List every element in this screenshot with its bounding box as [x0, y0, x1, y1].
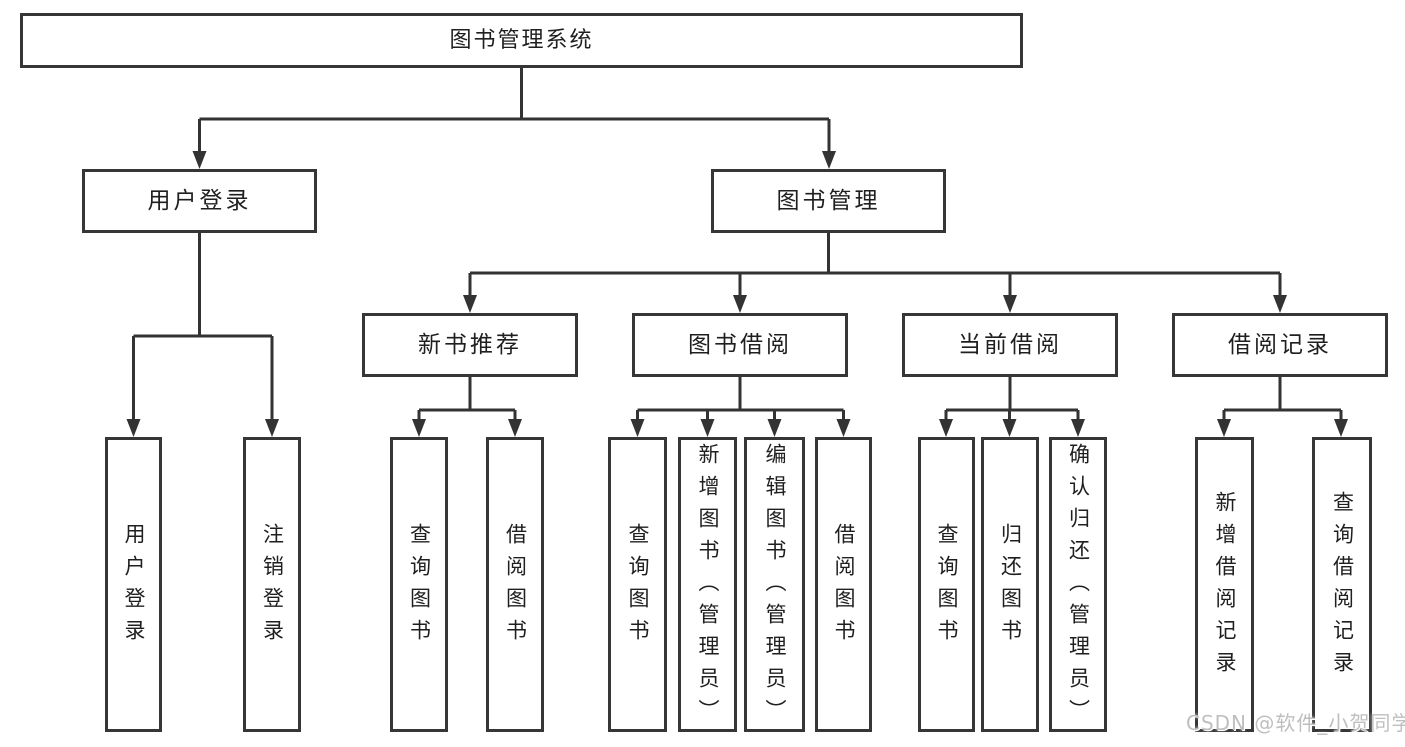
- connector-book-borrow-subtree: [636, 377, 845, 420]
- arrowheads-current-borrow-subtree: [939, 419, 1085, 437]
- node-library-system: 图书管理系统: [20, 13, 1023, 68]
- leaf-borrow-book-2-label: 借阅图书: [832, 522, 856, 651]
- node-current-borrow: 当前借阅: [902, 313, 1118, 377]
- leaf-query-book-1: 查询图书: [390, 437, 448, 732]
- leaf-confirm-return-admin: 确认归还（管理员）: [1049, 437, 1107, 732]
- leaf-query-borrow-record-label: 查询借阅记录: [1330, 490, 1355, 683]
- leaf-logout-login-label: 注销登录: [260, 522, 285, 651]
- leaf-query-book-3-label: 查询图书: [935, 522, 959, 651]
- node-new-book-recommend-label: 新书推荐: [418, 331, 522, 358]
- leaf-query-book-2-label: 查询图书: [626, 522, 650, 651]
- leaf-query-book-1-label: 查询图书: [407, 522, 432, 651]
- connector-user-login-subtree: [132, 233, 274, 420]
- arrowheads-new-book-subtree: [412, 419, 522, 437]
- connector-book-management-subtree: [468, 233, 1282, 296]
- csdn-watermark: CSDN @软件_小贺同学: [1186, 711, 1405, 735]
- node-book-borrow: 图书借阅: [632, 313, 848, 377]
- leaf-user-login: 用户登录: [105, 437, 162, 732]
- leaf-borrow-book-2: 借阅图书: [815, 437, 872, 732]
- leaf-add-book-admin: 新增图书（管理员）: [678, 437, 737, 732]
- leaf-add-book-admin-label: 新增图书（管理员）: [696, 442, 720, 731]
- leaf-confirm-return-admin-label: 确认归还（管理员）: [1066, 442, 1091, 731]
- arrowheads-user-login-subtree: [126, 419, 279, 437]
- arrowheads-borrow-records-subtree: [1217, 419, 1348, 437]
- node-user-login-label: 用户登录: [147, 187, 252, 214]
- node-library-system-label: 图书管理系统: [449, 27, 594, 53]
- node-book-management: 图书管理: [711, 169, 946, 233]
- arrowheads-book-borrow-subtree: [630, 419, 851, 437]
- node-borrow-records-label: 借阅记录: [1228, 331, 1332, 358]
- connector-borrow-records-subtree: [1222, 377, 1343, 420]
- arrowheads-level1: [192, 151, 836, 169]
- leaf-query-borrow-record: 查询借阅记录: [1312, 437, 1372, 732]
- leaf-edit-book-admin: 编辑图书（管理员）: [744, 437, 805, 732]
- leaf-add-borrow-record-label: 新增借阅记录: [1213, 490, 1237, 683]
- node-book-borrow-label: 图书借阅: [688, 331, 792, 358]
- leaf-return-book-label: 归还图书: [998, 522, 1023, 651]
- node-current-borrow-label: 当前借阅: [958, 331, 1062, 358]
- leaf-query-book-2: 查询图书: [608, 437, 667, 732]
- leaf-logout-login: 注销登录: [243, 437, 301, 732]
- arrowheads-book-management-subtree: [463, 295, 1287, 313]
- connector-root-to-level1: [198, 68, 831, 152]
- node-borrow-records: 借阅记录: [1172, 313, 1388, 377]
- leaf-return-book: 归还图书: [981, 437, 1039, 732]
- leaf-query-book-3: 查询图书: [918, 437, 975, 732]
- connector-new-book-subtree: [417, 377, 517, 420]
- connector-current-borrow-subtree: [944, 377, 1080, 420]
- leaf-edit-book-admin-label: 编辑图书（管理员）: [763, 442, 787, 731]
- node-user-login: 用户登录: [82, 169, 317, 233]
- leaf-borrow-book-1-label: 借阅图书: [503, 522, 528, 651]
- leaf-borrow-book-1: 借阅图书: [486, 437, 544, 732]
- node-new-book-recommend: 新书推荐: [362, 313, 578, 377]
- leaf-user-login-label: 用户登录: [122, 522, 146, 651]
- node-book-management-label: 图书管理: [776, 187, 881, 214]
- leaf-add-borrow-record: 新增借阅记录: [1195, 437, 1254, 732]
